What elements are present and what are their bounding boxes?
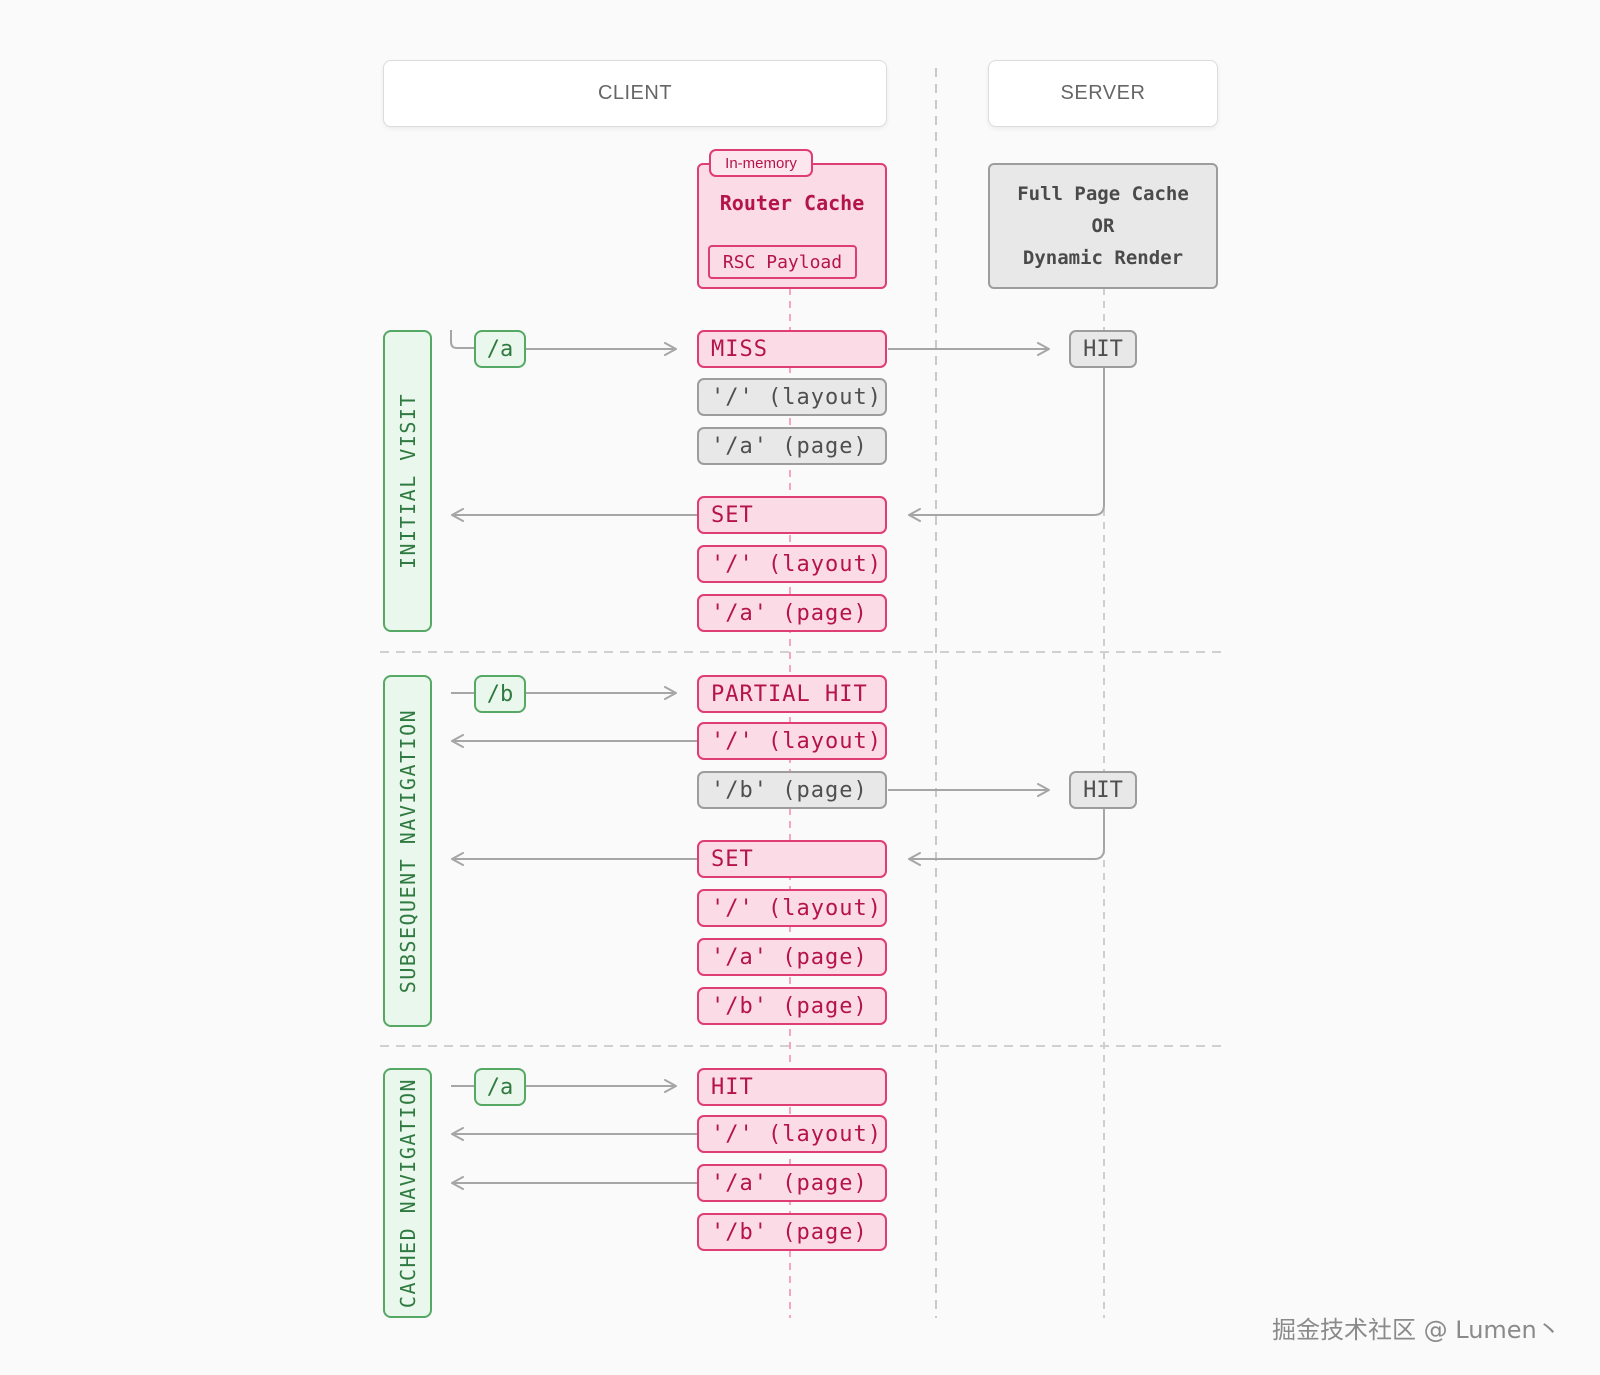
initial-miss-page-a: '/a' (page) [697, 427, 887, 465]
phase-subsequent-navigation: SUBSEQUENT NAVIGATION [383, 675, 432, 1027]
cached-hit-box: HIT [697, 1068, 887, 1106]
route-badge-cached: /a [474, 1068, 526, 1106]
server-response-arrow-2 [908, 809, 1105, 866]
initial-server-hit: HIT [1069, 330, 1137, 368]
server-response-arrow-1 [908, 368, 1105, 522]
cached-layout: '/' (layout) [697, 1115, 887, 1153]
client-header: CLIENT [383, 60, 887, 127]
server-header: SERVER [988, 60, 1218, 127]
subsequent-partial-page-b: '/b' (page) [697, 771, 887, 809]
full-page-cache-or: OR [1091, 215, 1115, 237]
route-badge-initial: /a [474, 330, 526, 368]
subsequent-set-page-b: '/b' (page) [697, 987, 887, 1025]
full-page-cache-line3: Dynamic Render [1022, 247, 1184, 269]
subsequent-partial-layout: '/' (layout) [697, 722, 887, 760]
initial-miss-box: MISS [697, 330, 887, 368]
phase-subsequent-navigation-label: SUBSEQUENT NAVIGATION [395, 708, 420, 994]
phase-initial-visit-label: INITIAL VISIT [395, 392, 420, 570]
router-cache-title: Router Cache [719, 191, 865, 215]
full-page-cache: Full Page Cache OR Dynamic Render [988, 163, 1218, 289]
router-cache: Router Cache RSC Payload [697, 163, 887, 289]
full-page-cache-line1: Full Page Cache [1017, 183, 1189, 205]
initial-miss-layout: '/' (layout) [697, 378, 887, 416]
cached-page-b: '/b' (page) [697, 1213, 887, 1251]
subsequent-set-box: SET [697, 840, 887, 878]
initial-set-box: SET [697, 496, 887, 534]
in-memory-tag: In-memory [709, 149, 813, 177]
initial-set-page-a: '/a' (page) [697, 594, 887, 632]
subsequent-set-layout: '/' (layout) [697, 889, 887, 927]
initial-set-layout: '/' (layout) [697, 545, 887, 583]
subsequent-partial-hit-box: PARTIAL HIT [697, 675, 887, 713]
cached-page-a: '/a' (page) [697, 1164, 887, 1202]
phase-initial-visit: INITIAL VISIT [383, 330, 432, 632]
subsequent-server-hit: HIT [1069, 771, 1137, 809]
subsequent-set-page-a: '/a' (page) [697, 938, 887, 976]
phase-cached-navigation-label: CACHED NAVIGATION [395, 1077, 420, 1309]
phase-cached-navigation: CACHED NAVIGATION [383, 1068, 432, 1318]
watermark: 掘金技术社区 @ Lumen丶 [1272, 1316, 1561, 1344]
initial-route-hook [450, 330, 474, 349]
route-badge-subsequent: /b [474, 675, 526, 713]
rsc-payload: RSC Payload [708, 245, 857, 279]
